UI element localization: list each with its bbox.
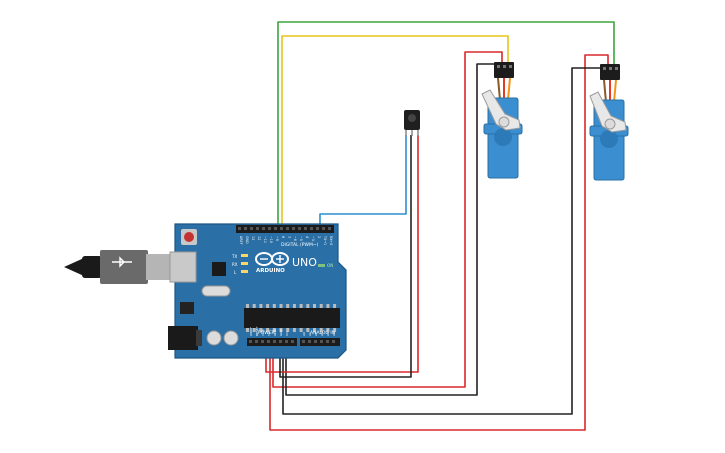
header-pin[interactable] [274,227,277,230]
header-pin[interactable] [280,227,283,230]
servo-1-horn[interactable] [481,89,521,131]
usb-chip [212,262,226,276]
header-pin[interactable] [285,340,288,343]
board-model: UNO [292,256,317,269]
header-pin[interactable] [326,340,329,343]
rx-label: RX [232,262,238,267]
digital-pin-label: 4 [305,236,309,238]
header-pin[interactable] [286,227,289,230]
header-pin[interactable] [304,227,307,230]
header-pin[interactable] [332,340,335,343]
analog-pin-label: A3 [320,332,324,336]
digital-pin-label: 12 [257,236,261,240]
power-jack [168,326,202,350]
servo-1-connector[interactable] [494,62,514,78]
header-pin[interactable] [267,340,270,343]
digital-pin-label: 8 [281,236,285,238]
header-pin[interactable] [322,227,325,230]
digital-pin-label: ~5 [299,236,303,241]
header-pin[interactable] [268,227,271,230]
header-pin[interactable] [328,227,331,230]
analog-pin-label: A1 [308,332,312,336]
header-pin[interactable] [298,227,301,230]
digital-pin-label: RX←0 [329,236,333,245]
power-pin-label: GND [273,328,277,336]
wire-red-servo2-power[interactable] [269,54,609,431]
header-pin[interactable] [249,340,252,343]
analog-pin-label: A0 [302,332,306,336]
on-label: ON [327,263,333,268]
digital-pin-label: ~6 [293,236,297,241]
header-pin[interactable] [291,340,294,343]
arduino-logo-icon [255,252,289,266]
digital-pin-label: ~9 [275,236,279,241]
header-pin[interactable] [292,227,295,230]
power-pin-label: GND [279,328,283,336]
digital-pin-label: 7 [287,236,291,238]
wire-blue-ir-signal[interactable] [319,135,407,226]
header-pin[interactable] [310,227,313,230]
header-pin[interactable] [261,340,264,343]
header-pin[interactable] [302,340,305,343]
crystal [201,285,231,297]
wire-black-ir-ground[interactable] [279,135,412,378]
header-pin[interactable] [279,340,282,343]
power-pin-label: IOREF [249,327,253,336]
wire-red-servo1-power[interactable] [272,51,503,388]
arduino-uno-board[interactable]: ARDUINO UNO DIGITAL (PWM~) TX RX L ON PO… [168,223,347,359]
wire-yellow-servo1-signal[interactable] [281,35,509,226]
power-label: POWER [258,330,275,336]
usb-port [169,251,197,283]
board-brand: ARDUINO [256,268,285,274]
wire-black-servo1-ground[interactable] [285,63,496,396]
digital-pin-label: ~11 [263,236,267,243]
digital-pin-label: AREF [239,236,243,245]
digital-label: DIGITAL (PWM~) [281,242,319,248]
power-header[interactable] [247,338,297,346]
power-pin-label: 3.3V [261,328,265,336]
header-pin[interactable] [262,227,265,230]
header-pin[interactable] [320,340,323,343]
power-pin-label: RESET [255,326,259,336]
header-pin[interactable] [250,227,253,230]
l-label: L [234,270,237,275]
power-pin-label: 5V [267,331,271,336]
header-pin[interactable] [316,227,319,230]
header-pin[interactable] [238,227,241,230]
header-pin[interactable] [244,227,247,230]
capacitor [223,330,239,346]
digital-pin-label: GND [245,236,249,244]
tx-label: TX [231,254,237,259]
analog-label: ANALOG IN [310,330,335,336]
digital-pin-label: 2 [317,236,321,238]
digital-pin-label: TX→1 [323,235,327,245]
reset-button[interactable] [181,229,197,245]
power-pin-label: Vin [285,331,289,336]
header-pin[interactable] [308,340,311,343]
servo-2-horn[interactable] [589,91,627,133]
ir-receiver[interactable] [404,110,420,136]
analog-pin-label: A2 [314,332,318,336]
servo-2-connector[interactable] [600,64,620,80]
analog-pin-label: A4 [326,332,330,336]
digital-pin-label: ~10 [269,236,273,243]
analog-pin-label: A5 [332,332,336,336]
digital-pin-label: ~3 [311,236,315,241]
servo-1[interactable] [481,62,523,179]
wire-green-servo2-signal[interactable] [277,21,615,226]
wire-red-ir-power[interactable] [265,135,419,373]
header-pin[interactable] [255,340,258,343]
header-pin[interactable] [314,340,317,343]
atmega-chip [244,304,340,332]
header-pin[interactable] [256,227,259,230]
servo-2[interactable] [589,64,629,181]
header-pin[interactable] [273,340,276,343]
capacitor [206,330,222,346]
digital-pin-label: 13 [251,236,255,240]
digital-header[interactable] [236,225,334,233]
